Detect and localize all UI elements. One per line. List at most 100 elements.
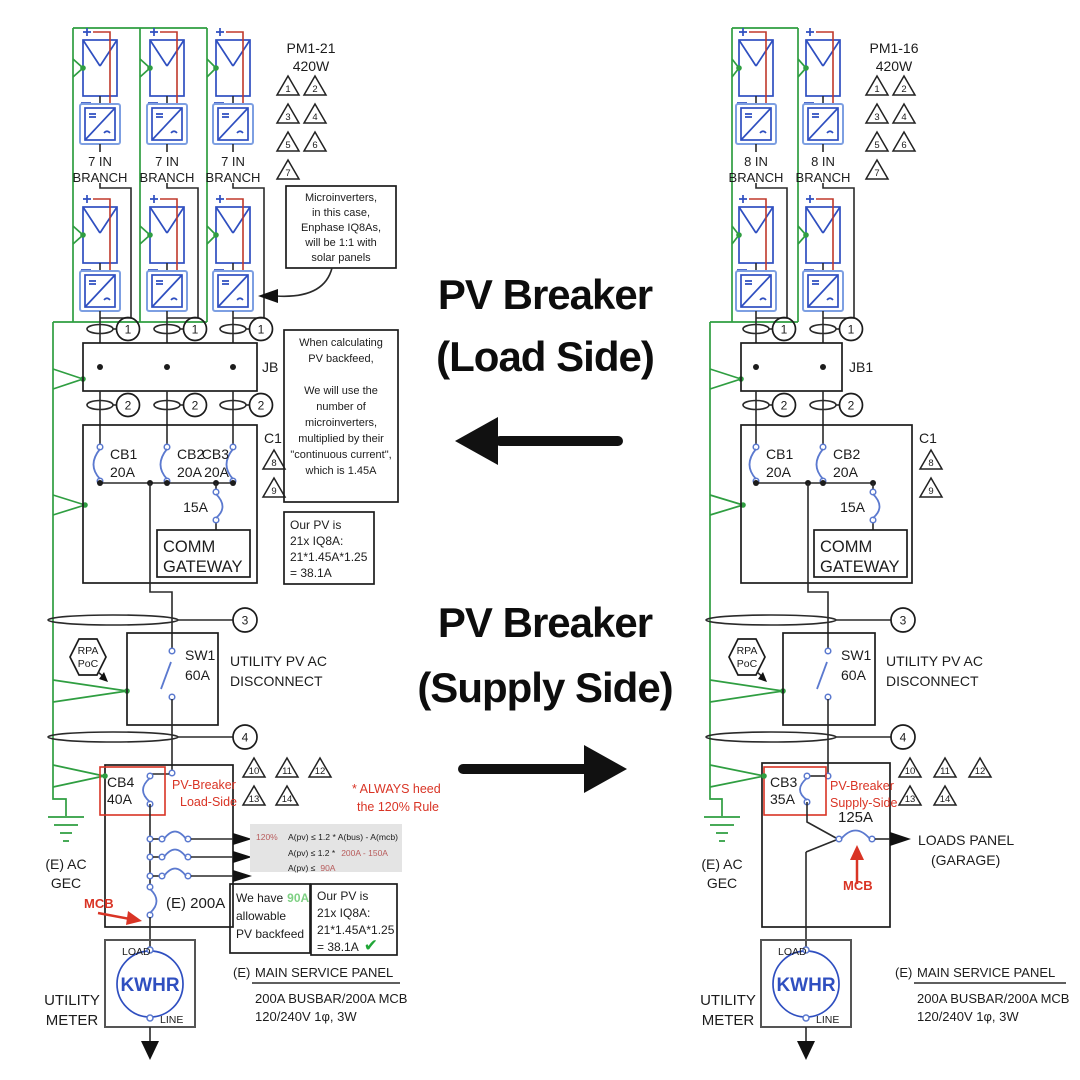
note-line: PV backfeed [236,927,304,941]
wire-tag: 1 [258,323,265,337]
triangle-tag: 4 [901,112,906,123]
supply-side-title-line1: PV Breaker [438,599,653,646]
gec-label: GEC [51,875,81,891]
note-line: PV backfeed, [308,353,373,365]
note-line: We will use the [304,385,378,397]
breaker-amps: 20A [204,464,230,480]
disconnect-label: DISCONNECT [886,673,979,689]
left-ground-wiring [48,27,217,842]
wire-tag: 1 [125,323,132,337]
pv-breaker-tag: Supply-Side [830,796,897,810]
utility-meter-label: UTILITY [700,992,756,1009]
note-line: allowable [236,909,286,923]
right-rpa-poc: RPA PoC [728,638,767,682]
right-conduit-4: 4 [705,724,916,750]
breaker-label: CB2 [833,446,860,462]
note-line: When calculating [299,337,383,349]
disconnect-id: SW1 [841,647,872,663]
meter-load-label: LOAD [122,946,151,958]
utility-meter-label: METER [702,1012,755,1029]
triangle-tag: 6 [312,140,317,151]
right-ground-wiring [704,27,807,842]
main-breaker-label: (E) 200A [166,895,225,912]
backfeed-calc-note: When calculating PV backfeed, We will us… [283,329,399,503]
right-conduit-3: 3 [705,607,916,633]
formula-line: A(pv) ≤ 1.2 *200A - 150A [288,848,388,858]
right-service-panel-note: (E) MAIN SERVICE PANEL 200A BUSBAR/200A … [895,965,1069,1024]
branch-count-label: 7 IN [155,154,179,169]
breaker-amps: 15A [840,499,866,515]
note-line: 21x IQ8A: [317,906,370,920]
branch-count-label: BRANCH [729,170,784,185]
service-panel-e: (E) [233,965,250,980]
right-module-callout: PM1-16 420W 1 2 3 4 5 6 7 [864,40,919,180]
triangle-tag: 9 [271,486,276,497]
ground-symbol [48,787,84,842]
disconnect-id: SW1 [185,647,216,663]
branch-count-label: 7 IN [221,154,245,169]
branch-count-label: 7 IN [88,154,112,169]
note-line: = 38.1A✔ [317,936,378,955]
triangle-tag: 8 [928,458,933,469]
comm-gateway-label: COMM [163,538,215,556]
branch-count-label: BRANCH [140,170,195,185]
triangle-tag: 3 [874,112,879,123]
wire-tag: 2 [192,399,199,413]
load-side-title-line1: PV Breaker [438,271,653,318]
triangle-tag: 10 [249,766,260,777]
left-conduit-4: 4 [47,724,258,750]
note-line: Enphase IQ8As, [301,222,381,234]
service-panel-spec: 200A BUSBAR/200A MCB [255,991,407,1006]
pv-breaker-id: CB4 [107,774,134,790]
breaker-amps: 20A [177,464,203,480]
branch-count-label: BRANCH [796,170,851,185]
formula-pct: 120% [256,832,278,842]
revision-triangles: 1 2 3 4 5 6 7 [275,74,328,180]
breaker-label: CB3 [202,446,229,462]
rule-warning: * ALWAYS heed [352,782,441,796]
note-line: = 38.1A [290,566,332,580]
loads-panel-label: LOADS PANEL [918,832,1014,848]
left-conduit-3: 3 [47,607,258,633]
gec-label: (E) AC [701,856,742,872]
note-line: Our PV is [290,518,341,532]
comm-gateway-label: GATEWAY [820,558,899,576]
note-line: solar panels [311,252,371,264]
triangle-tag: 12 [315,766,326,777]
pv-breaker-id: CB3 [770,774,797,790]
right-arrow-icon [458,745,627,793]
left-arrow-icon [455,417,623,465]
pv-breaker-tag: PV-Breaker [830,779,894,793]
rpa-label: PoC [78,658,99,670]
triangle-tag: 11 [282,766,292,777]
disconnect-amps: 60A [841,667,867,683]
disconnect-label: UTILITY PV AC [230,653,327,669]
left-diagram: 7 IN BRANCH 7 IN BRANCH 7 IN BRANCH PM1-… [44,27,441,1060]
note-line: Our PV is [317,889,368,903]
wire-tag: 3 [242,614,249,628]
right-disconnect: SW1 60A UTILITY PV AC DISCONNECT [782,632,983,726]
meter-kwhr-label: KWHR [776,975,835,996]
triangle-tag: 9 [928,486,933,497]
meter-load-label: LOAD [778,946,807,958]
triangle-tag: 8 [271,458,276,469]
triangle-tag: 5 [874,140,879,151]
gec-label: GEC [707,875,737,891]
rule-120-note: 10 11 12 13 14 * ALWAYS heed the 120% Ru… [241,756,441,873]
wire-tag: 1 [192,323,199,337]
left-main-panel: CB4 40A PV-Breaker Load-Side MCB (E) 200… [84,764,252,951]
main-breaker-amps: 125A [838,809,873,826]
utility-meter-label: UTILITY [44,992,100,1009]
mcb-label: MCB [84,896,114,911]
right-diagram: 8 IN BRANCH 8 IN BRANCH PM1-16 420W 1 2 … [700,27,1069,1060]
branch-count-label: BRANCH [206,170,261,185]
junction-box-label: JB1 [849,359,873,375]
right-pv-array: 8 IN BRANCH 8 IN BRANCH [729,27,855,343]
triangle-tag: 11 [940,766,950,777]
right-combiner-panel: C1 8 9 CB1 20A CB2 20A 15A COMM GATEWAY [740,424,944,584]
triangle-tag: 2 [901,84,906,95]
wire-tag: 2 [258,399,265,413]
